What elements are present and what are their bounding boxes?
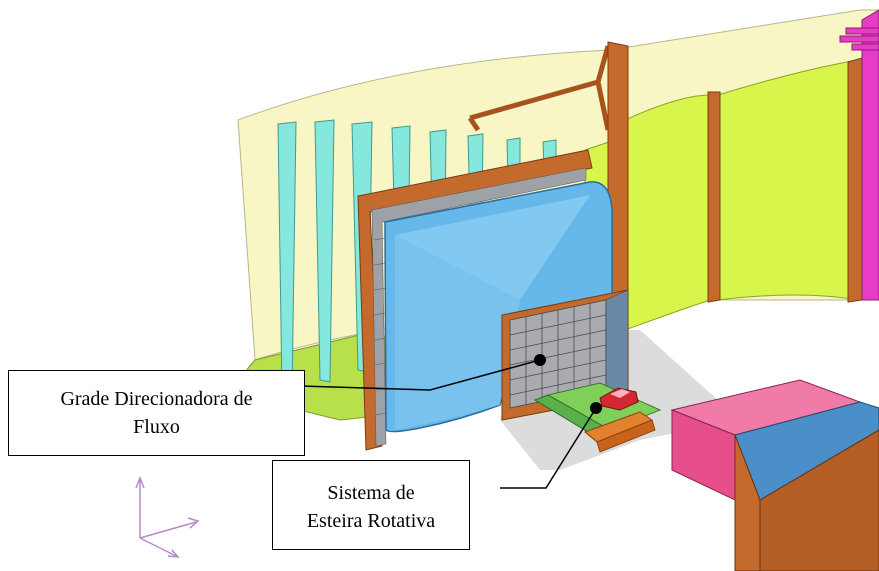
flow-straightener-side bbox=[605, 289, 629, 397]
marker-esteira bbox=[590, 402, 602, 414]
rolling-belt-drum-front bbox=[596, 419, 656, 453]
label-flow-straightener-line2: Fluxo bbox=[133, 416, 180, 438]
settling-screen-grid bbox=[371, 167, 587, 447]
label-flow-straightener: Grade Direcionadora de Fluxo bbox=[8, 370, 305, 456]
lime-panel-right bbox=[717, 59, 859, 301]
marker-grade bbox=[534, 354, 546, 366]
leader-grade bbox=[299, 354, 546, 391]
magenta-section bbox=[861, 9, 879, 301]
brown-frame-post bbox=[847, 57, 863, 303]
brown-frame-post bbox=[707, 91, 721, 303]
label-rolling-belt-line1: Sistema de bbox=[327, 482, 415, 504]
brown-structure bbox=[467, 45, 611, 132]
label-rolling-belt-line2: Esteira Rotativa bbox=[306, 510, 436, 532]
blue-box-front bbox=[734, 434, 761, 571]
brown-box-front bbox=[759, 429, 879, 571]
settling-frame-outer bbox=[357, 149, 593, 451]
label-rolling-belt: Sistema de Esteira Rotativa bbox=[272, 460, 470, 550]
magenta-steps bbox=[839, 27, 879, 51]
leader-esteira bbox=[500, 402, 602, 489]
lime-panel-middle bbox=[624, 94, 711, 331]
contraction-shade-top bbox=[395, 195, 590, 300]
turning-vane bbox=[314, 119, 335, 383]
label-flow-straightener-line1: Grade Direcionadora de bbox=[60, 388, 253, 410]
car-model bbox=[599, 387, 639, 411]
flow-straightener-cells bbox=[509, 303, 607, 405]
coordinate-axes-icon bbox=[135, 475, 200, 558]
